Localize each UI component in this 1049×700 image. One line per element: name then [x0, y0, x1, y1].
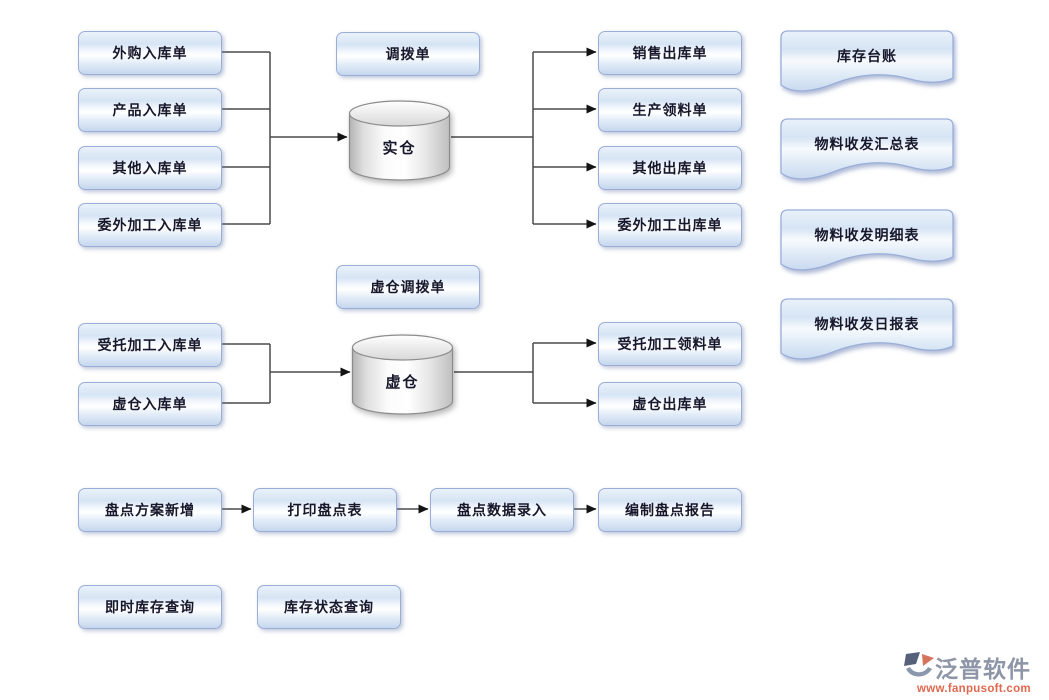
- node-label: 虚仓入库单: [112, 396, 188, 412]
- watermark-brand: 泛普软件: [935, 656, 1031, 682]
- report-doc-material-summary: 物料收发汇总表: [778, 116, 956, 188]
- virtual-warehouse-cylinder: 虚仓: [351, 333, 454, 416]
- node-label: 销售出库单: [632, 45, 708, 61]
- report-doc-inventory-ledger: 库存台账: [778, 28, 956, 100]
- cylinder-icon: [348, 100, 451, 181]
- node-label: 生产领料单: [632, 102, 708, 118]
- node-virtual-transfer-order: 虚仓调拨单: [336, 265, 480, 309]
- node-label: 盘点方案新增: [105, 502, 195, 518]
- fanpu-logo-icon: [904, 652, 934, 677]
- cylinder-label: 实仓: [382, 140, 417, 157]
- node-label: 其他入库单: [112, 160, 188, 176]
- node-inbound-virtual: 虚仓入库单: [78, 382, 222, 426]
- node-label: 虚仓出库单: [632, 396, 708, 412]
- node-label: 调拨单: [385, 46, 431, 62]
- report-doc-material-daily: 物料收发日报表: [778, 296, 956, 368]
- node-label: 受托加工领料单: [617, 336, 723, 352]
- node-inbound-outsourced: 委外加工入库单: [78, 203, 222, 247]
- node-label: 外购入库单: [112, 45, 188, 61]
- document-shape-icon: [780, 30, 954, 92]
- node-label: 受托加工入库单: [97, 337, 203, 353]
- document-shape-icon: [780, 298, 954, 360]
- node-label: 委外加工入库单: [97, 217, 203, 233]
- document-shape-icon: [780, 209, 954, 271]
- node-outbound-outsourced: 委外加工出库单: [598, 203, 742, 247]
- node-label: 盘点数据录入: [457, 502, 547, 518]
- node-label: 编制盘点报告: [625, 502, 715, 518]
- node-stocktake-print: 打印盘点表: [253, 488, 397, 532]
- doc-label: 物料收发汇总表: [814, 136, 920, 152]
- node-inbound-other: 其他入库单: [78, 146, 222, 190]
- node-label: 产品入库单: [112, 102, 188, 118]
- node-outbound-virtual: 虚仓出库单: [598, 382, 742, 426]
- doc-label: 物料收发明细表: [814, 227, 920, 243]
- node-stocktake-report: 编制盘点报告: [598, 488, 742, 532]
- node-transfer-order: 调拨单: [336, 32, 480, 76]
- real-warehouse-cylinder: 实仓: [348, 99, 451, 182]
- node-outbound-other: 其他出库单: [598, 146, 742, 190]
- cylinder-icon: [351, 334, 454, 415]
- node-label: 打印盘点表: [287, 502, 363, 518]
- node-inbound-purchase: 外购入库单: [78, 31, 222, 75]
- node-label: 委外加工出库单: [617, 217, 723, 233]
- node-query-realtime-stock: 即时库存查询: [78, 585, 222, 629]
- node-outbound-production-picking: 生产领料单: [598, 88, 742, 132]
- doc-label: 物料收发日报表: [814, 316, 920, 332]
- node-label: 其他出库单: [632, 160, 708, 176]
- cylinder-label: 虚仓: [385, 374, 420, 391]
- node-outbound-entrusted-picking: 受托加工领料单: [598, 322, 742, 366]
- watermark: 泛普软件 www.fanpusoft.com: [903, 650, 1045, 695]
- node-inbound-entrusted: 受托加工入库单: [78, 323, 222, 367]
- node-stocktake-create: 盘点方案新增: [78, 488, 222, 532]
- node-label: 库存状态查询: [284, 599, 374, 615]
- doc-label: 库存台账: [837, 48, 897, 64]
- node-stocktake-entry: 盘点数据录入: [430, 488, 574, 532]
- node-query-stock-status: 库存状态查询: [257, 585, 401, 629]
- node-outbound-sales: 销售出库单: [598, 31, 742, 75]
- node-inbound-product: 产品入库单: [78, 88, 222, 132]
- document-shape-icon: [780, 118, 954, 180]
- watermark-url: www.fanpusoft.com: [917, 683, 1031, 695]
- report-doc-material-detail: 物料收发明细表: [778, 207, 956, 279]
- node-label: 即时库存查询: [105, 599, 195, 615]
- node-label: 虚仓调拨单: [370, 279, 446, 295]
